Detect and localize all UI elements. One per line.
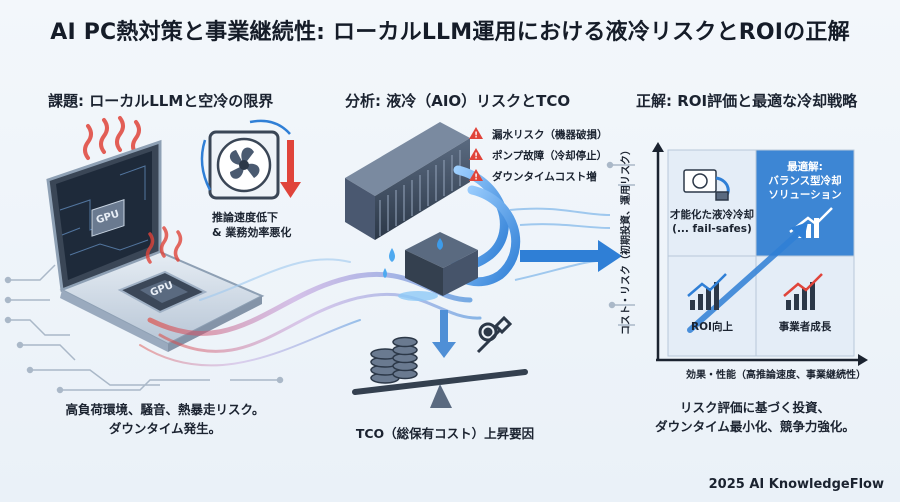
solution-caption-line1: リスク評価に基づく投資、 [679,400,830,415]
analysis-heading: 分析: 液冷（AIO）リスクとTCO [345,92,571,110]
warning-icon: ! [469,169,483,182]
matrix-top-left-line2: (... fail-safes) [672,223,752,235]
seesaw [352,369,528,408]
fan-note-line2: & 業務効率悪化 [212,226,292,239]
heat-waves-top [83,116,141,160]
problem-heading: 課題: ローカルLLMと空冷の限界 [48,92,274,110]
matrix-bottom-right: 事業者成長 [778,321,832,333]
laptop-base [59,250,265,352]
matrix-top-right-line3: ソリューション [768,189,842,201]
circuit-lines-left [4,264,284,394]
water-leak [383,248,438,301]
warning-icon: ! [469,148,483,161]
tco-arrow [432,310,456,358]
decline-arrow [280,140,301,198]
matrix-top-right: 最適解: バランス型冷却 ソリューション [756,160,854,202]
matrix-top-right-line2: バランス型冷却 [768,175,842,187]
coins-icon [370,336,418,384]
svg-text:!: ! [474,131,478,140]
fan-unit [200,119,291,200]
warning-icon: ! [469,127,483,140]
warning-icons: ! ! ! [469,127,483,182]
risk-item-leak: 漏水リスク（機器破損） [492,127,608,142]
matrix-top-right-line1: 最適解: [787,161,823,173]
laptop-screen [46,139,162,293]
solution-caption-line2: ダウンタイム最小化、競争力強化。 [655,419,855,434]
heat-waves-chip [145,226,183,264]
problem-caption-line2: ダウンタイム発生。 [108,421,222,436]
matrix-x-axis-label: 効果・性能（高推論速度、事業継続性） [686,370,866,381]
risk-label: 漏水リスク（機器破損） [492,129,608,141]
pump-block [405,232,478,296]
circuit-lines-right [606,161,635,326]
solution-caption: リスク評価に基づく投資、 ダウンタイム最小化、競争力強化。 [630,398,880,436]
svg-text:!: ! [474,173,478,182]
risk-label: ダウンタイムコスト増 [492,171,597,183]
radiator [345,122,470,240]
matrix-bottom-left: ROI向上 [691,321,733,333]
problem-caption-line1: 高負荷環境、騒音、熱暴走リスク。 [65,402,265,417]
risk-item-pump: ポンプ故障（冷却停止） [492,148,607,163]
svg-text:!: ! [474,152,478,161]
matrix-top-left-line1: 才能化た液冷冷却 [670,209,754,221]
problem-caption: 高負荷環境、騒音、熱暴走リスク。 ダウンタイム発生。 [30,400,300,438]
matrix-top-left: 才能化た液冷冷却 (... fail-safes) [668,208,756,236]
growth-chart-icon-br [783,273,823,310]
mini-cooler-icon [683,169,730,201]
solution-arrow [509,207,622,281]
solution-heading: 正解: ROI評価と最適な冷却戦略 [636,92,858,110]
risk-label: ポンプ故障（冷却停止） [492,150,608,162]
gear-wrench-icon [476,315,513,354]
growth-chart-icon-bl [687,273,727,310]
fan-note-line1: 推論速度低下 [212,211,278,224]
footer-credit: 2025 AI KnowledgeFlow [708,477,884,492]
analysis-caption: TCO（総保有コスト）上昇要因 [355,426,535,441]
matrix-y-axis-label: コスト・リスク（初期投資、運用リスク） [621,145,632,335]
page-title: AI PC熱対策と事業継続性: ローカルLLM運用における液冷リスクとROIの正… [50,20,850,45]
roi-matrix [652,142,868,366]
risk-item-downtime: ダウンタイムコスト増 [492,169,597,184]
fan-note: 推論速度低下 & 業務効率悪化 [212,210,291,240]
